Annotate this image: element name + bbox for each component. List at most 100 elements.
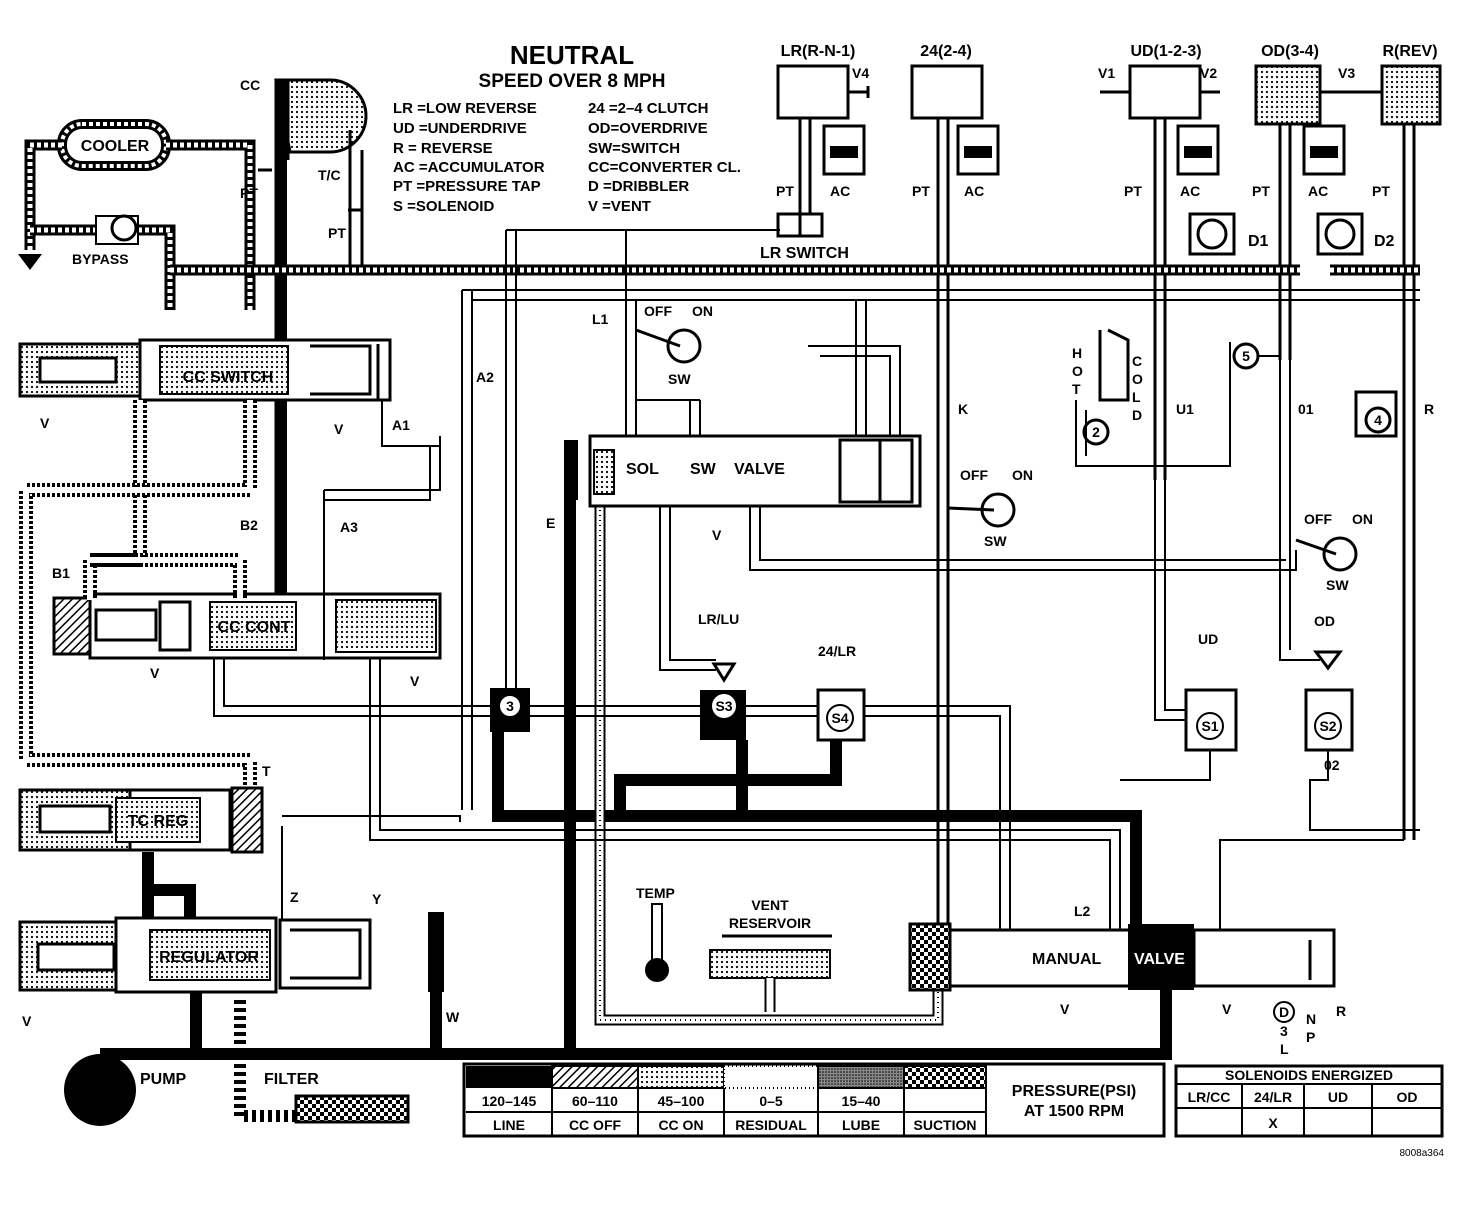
vent-cc-switch-2: V <box>334 421 344 437</box>
abbr-s: S =SOLENOID <box>393 198 494 215</box>
pt-ud-label: PT <box>1124 183 1142 199</box>
pos-p: P <box>1306 1029 1315 1045</box>
hot-h: H <box>1072 345 1082 361</box>
legend-name-suction: SUCTION <box>914 1117 977 1133</box>
legend-pressure-label-1: PRESSURE(PSI) <box>1012 1083 1136 1100</box>
sw-label-3: SW <box>1326 577 1349 593</box>
legend-range-residual: 0–5 <box>759 1093 783 1109</box>
legend-name-line: LINE <box>493 1117 525 1133</box>
filter: FILTER <box>234 1000 410 1124</box>
cold-d: D <box>1132 407 1142 423</box>
passage-e-label: E <box>546 515 555 531</box>
circle-2-label: 2 <box>1092 424 1100 440</box>
cc-cont-label: CC CONT <box>218 619 291 636</box>
valve-label: VALVE <box>734 461 785 478</box>
vent-regulator: V <box>22 1013 32 1029</box>
tc-reg-label: TC REG <box>128 813 188 830</box>
d2-label: D2 <box>1374 233 1395 250</box>
clutch-ud: UD(1-2-3) V1 V2 <box>1098 43 1220 480</box>
pos-l: L <box>1280 1041 1289 1057</box>
accumulator-ud: AC PT <box>1124 124 1220 199</box>
switch-l1: OFF ON SW L1 <box>592 303 713 387</box>
passage-k-label: K <box>958 401 968 417</box>
legend-range-line: 120–145 <box>482 1093 537 1109</box>
legend-range-cc-on: 45–100 <box>658 1093 705 1109</box>
sw-label: SW <box>690 461 717 478</box>
clutch-ud-label: UD(1-2-3) <box>1130 43 1201 60</box>
hot-o: O <box>1072 363 1083 379</box>
ud-sol-label: UD <box>1198 631 1218 647</box>
swatch-cc-off <box>551 1065 639 1089</box>
shift-positions: D 3 L N P R <box>1273 1001 1346 1057</box>
hot-t: T <box>1072 381 1081 397</box>
figure-id: 8008a364 <box>1400 1148 1445 1159</box>
off-label-1: OFF <box>644 303 672 319</box>
solenoids-table-header: SOLENOIDS ENERGIZED <box>1225 1067 1393 1083</box>
pump: PUMP <box>64 1054 187 1126</box>
pressure-regulator-valve: REGULATOR Z Y W V <box>18 889 460 1029</box>
sol-col-24lr: 24/LR <box>1254 1089 1292 1105</box>
sw-label-1: SW <box>668 371 691 387</box>
passage-u1-label: U1 <box>1176 401 1194 417</box>
swatch-suction <box>903 1065 987 1089</box>
pt-od-label: PT <box>1252 183 1270 199</box>
off-label-2: OFF <box>960 467 988 483</box>
abbr-sw: SW=SWITCH <box>588 140 680 157</box>
vent-cc-cont-1: V <box>150 665 160 681</box>
cc-label: CC <box>240 77 260 93</box>
on-label-1: ON <box>692 303 713 319</box>
passage-01-label: 01 <box>1298 401 1314 417</box>
abbr-d: D =DRIBBLER <box>588 178 689 195</box>
legend-range-cc-off: 60–110 <box>572 1093 618 1109</box>
passage-b2-label: B2 <box>240 517 258 533</box>
vent-manual-1: V <box>1060 1001 1070 1017</box>
abbr-pt: PT =PRESSURE TAP <box>393 178 541 195</box>
swatch-cc-on <box>637 1065 725 1089</box>
vent-reservoir: VENT RESERVOIR <box>709 897 832 1012</box>
passage-a2-label: A2 <box>476 369 494 385</box>
cc-switch-valve: CC SWITCH V V A1 <box>18 338 410 437</box>
lr-switch: LR SWITCH <box>760 212 849 262</box>
lrr-label: 24/LR <box>818 643 856 659</box>
passage-l2-label: L2 <box>1074 903 1091 919</box>
vent-cc-switch-1: V <box>40 415 50 431</box>
passage-a3-label: A3 <box>340 519 358 535</box>
thermal-valve: H O T C O L D 2 U1 <box>1072 328 1231 467</box>
accumulator-24: AC PT <box>912 124 1000 199</box>
clutch-rev: R(REV) <box>1380 43 1442 840</box>
clutch-lr-label: LR(R-N-1) <box>781 43 856 60</box>
vent-manual-2: V <box>1222 1001 1232 1017</box>
abbr-v: V =VENT <box>588 198 651 215</box>
vent-v3-label: V3 <box>1338 65 1355 81</box>
on-label-3: ON <box>1352 511 1373 527</box>
filter-label: FILTER <box>264 1071 319 1088</box>
passage-a1-label: A1 <box>392 417 410 433</box>
sol-label: SOL <box>626 461 659 478</box>
manual-valve: MANUAL VALVE L2 V V <box>908 903 1336 1017</box>
legend-name-lube: LUBE <box>842 1117 880 1133</box>
s4-label: S4 <box>831 710 848 726</box>
circle-3-label: 3 <box>506 698 514 714</box>
circle-4 <box>1364 406 1392 434</box>
vent-reservoir-label-2: RESERVOIR <box>729 915 811 931</box>
abbr-r: R = REVERSE <box>393 140 493 157</box>
clutch-od-label: OD(3-4) <box>1261 43 1319 60</box>
passage-02-label: 02 <box>1324 757 1340 773</box>
abbr-ac: AC =ACCUMULATOR <box>393 159 545 176</box>
ac-24-label: AC <box>964 183 984 199</box>
lr-switch-label: LR SWITCH <box>760 245 849 262</box>
clutch-24-label: 24(2-4) <box>920 43 972 60</box>
sol-col-od: OD <box>1397 1089 1418 1105</box>
vent-cc-cont-2: V <box>410 673 420 689</box>
pos-d: D <box>1279 1004 1289 1020</box>
passage-t-label: T <box>262 763 271 779</box>
bypass-label: BYPASS <box>72 251 129 267</box>
sol-col-lrcc: LR/CC <box>1188 1089 1231 1105</box>
manual-valve-label: VALVE <box>1134 951 1185 968</box>
vent-v1-label: V1 <box>1098 65 1115 81</box>
tc-regulator-valve: TC REG T <box>18 763 271 854</box>
clutch-od: OD(3-4) V3 <box>1254 43 1382 360</box>
solenoids-energized-table: SOLENOIDS ENERGIZED LR/CC 24/LR UD OD X <box>1174 1064 1444 1138</box>
clutch-lr: LR(R-N-1) V4 <box>776 43 870 222</box>
passage-l1-label: L1 <box>592 311 609 327</box>
